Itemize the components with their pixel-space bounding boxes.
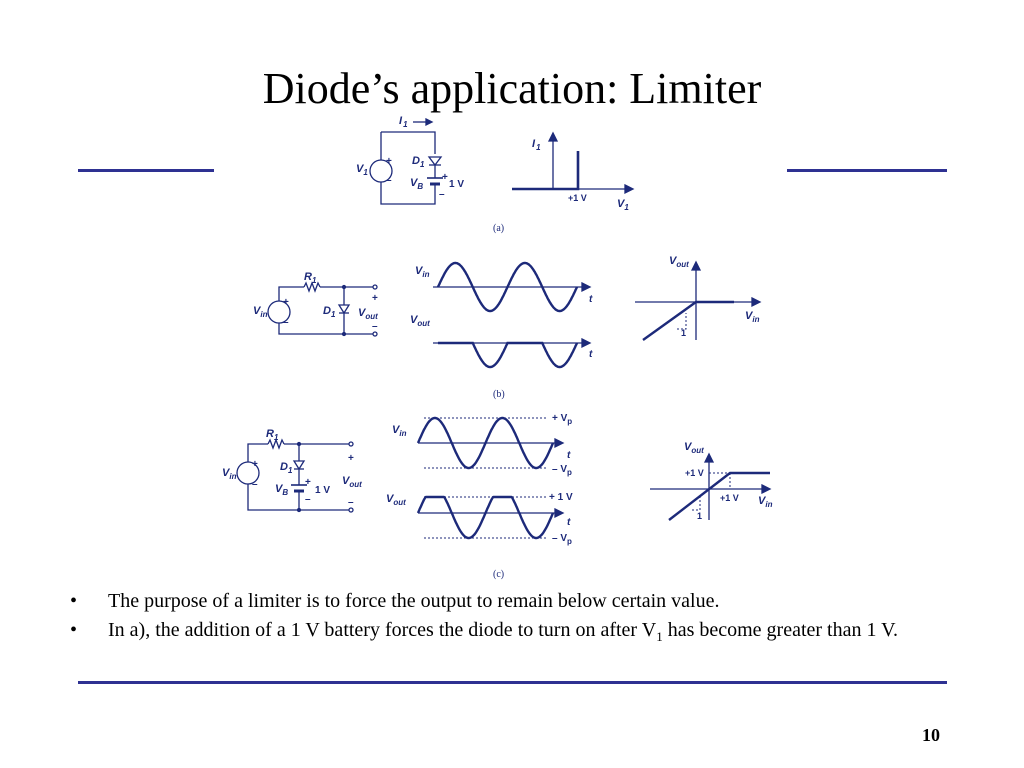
label-vout-b: Vout — [358, 307, 378, 321]
vout-clipped-b — [438, 341, 579, 369]
caption-c: (c) — [493, 569, 504, 580]
slide-title: Diode’s application: Limiter — [262, 64, 762, 113]
label-1v-c: 1 V — [315, 485, 330, 496]
label-t-top-c: t — [567, 450, 571, 461]
diode-d1-b — [337, 304, 351, 315]
label-i1-circuit: I1 — [399, 115, 408, 129]
label-batt-minus-c: – — [305, 494, 311, 505]
label-vin-c: Vin — [222, 467, 237, 481]
label-vin-tf-c: Vin — [758, 495, 773, 509]
label-r1-b: R1 — [304, 271, 317, 285]
waveforms-c — [416, 416, 565, 540]
bullet-marker: • — [70, 590, 78, 612]
label-vin-wave-c: Vin — [392, 424, 407, 438]
figure-strokes — [236, 117, 772, 540]
transfer-b — [635, 260, 762, 341]
label-src-minus-b: – — [283, 317, 289, 328]
caption-b: (b) — [493, 389, 505, 400]
label-vout-tf-c: Vout — [684, 441, 704, 455]
bullet-text-post: has become greater than 1 V. — [662, 619, 898, 641]
bullet-item: • The purpose of a limiter is to force t… — [70, 590, 930, 613]
label-one-b: 1 — [681, 328, 686, 338]
footer-rule — [78, 681, 947, 684]
label-t-bottom-c: t — [567, 517, 571, 528]
label-plus-vp-top: + Vp — [552, 413, 572, 426]
bullet-list: • The purpose of a limiter is to force t… — [70, 590, 930, 654]
figure-labels: I1 V1 + – D1 + VB 1 V – I1 +1 V V1 (a) R… — [222, 115, 773, 580]
circuit-b — [267, 281, 378, 337]
label-t-top-b: t — [589, 294, 593, 305]
label-vout-wave-b: Vout — [410, 314, 430, 328]
plot-a — [512, 131, 635, 195]
title-rule-left — [78, 169, 214, 172]
label-d1-b: D1 — [323, 305, 336, 319]
label-vb-a: VB — [410, 177, 423, 191]
vout-clipped-c — [416, 495, 555, 540]
label-src-plus-b: + — [283, 297, 289, 308]
label-one-c: 1 — [697, 511, 702, 521]
caption-a: (a) — [493, 223, 504, 234]
label-src-plus-c: + — [252, 459, 258, 470]
label-plus1v-xaxis-c: +1 V — [720, 493, 739, 503]
label-plus-a: + — [386, 156, 392, 167]
bullet-text-sub: 1 — [656, 629, 663, 644]
label-out-minus-b: – — [372, 321, 378, 332]
title-rule-right — [787, 169, 947, 172]
label-plus1v-wave-c: + 1 V — [549, 492, 573, 503]
resistor-r1-c — [267, 438, 285, 450]
vin-sine-c — [416, 416, 555, 470]
resistor-r1-b — [303, 281, 321, 293]
bullet-text-pre: In a), the addition of a 1 V battery for… — [108, 619, 657, 641]
label-i1-plot: I1 — [532, 138, 541, 152]
vin-sine-b — [436, 261, 579, 313]
diode-d1-a — [427, 156, 443, 167]
label-minus-vp-bottom: – Vp — [552, 533, 572, 546]
source-v1 — [369, 159, 393, 183]
label-vin-tf-b: Vin — [745, 310, 760, 324]
label-out-minus-c: – — [348, 497, 354, 508]
label-vb-c: VB — [275, 483, 288, 497]
label-v1-circuit: V1 — [356, 163, 368, 177]
page-number: 10 — [922, 725, 940, 745]
diode-d1-c — [292, 460, 306, 471]
label-d1-c: D1 — [280, 461, 293, 475]
bullet-marker: • — [70, 619, 78, 641]
label-t-bottom-b: t — [589, 349, 593, 360]
transfer-c — [650, 452, 772, 521]
label-out-plus-c: + — [348, 453, 354, 464]
label-vout-wave-c: Vout — [386, 493, 406, 507]
label-d1-a: D1 — [412, 155, 425, 169]
label-plus1v-yaxis-c: +1 V — [685, 468, 704, 478]
label-out-plus-b: + — [372, 293, 378, 304]
label-src-minus-c: – — [252, 479, 258, 490]
circuit-c — [236, 438, 354, 513]
label-v1-plot: V1 — [617, 198, 629, 212]
label-vin-wave-b: Vin — [415, 265, 430, 279]
label-r1-c: R1 — [266, 428, 279, 442]
label-batt-minus-a: – — [439, 189, 445, 200]
label-batt-plus-c: + — [305, 477, 311, 488]
label-minus-a: – — [386, 175, 392, 186]
label-vout-c: Vout — [342, 475, 362, 489]
label-vout-tf-b: Vout — [669, 255, 689, 269]
label-vin-b: Vin — [253, 305, 268, 319]
label-1v-a: 1 V — [449, 179, 464, 190]
bullet-text: The purpose of a limiter is to force the… — [108, 590, 720, 612]
circuit-a — [369, 117, 443, 205]
bullet-item: • In a), the addition of a 1 V battery f… — [70, 619, 930, 648]
label-batt-plus-a: + — [442, 172, 448, 183]
waveforms-b — [433, 261, 592, 369]
label-minus-vp-top: – Vp — [552, 464, 572, 477]
label-plus1v-a: +1 V — [568, 193, 587, 203]
